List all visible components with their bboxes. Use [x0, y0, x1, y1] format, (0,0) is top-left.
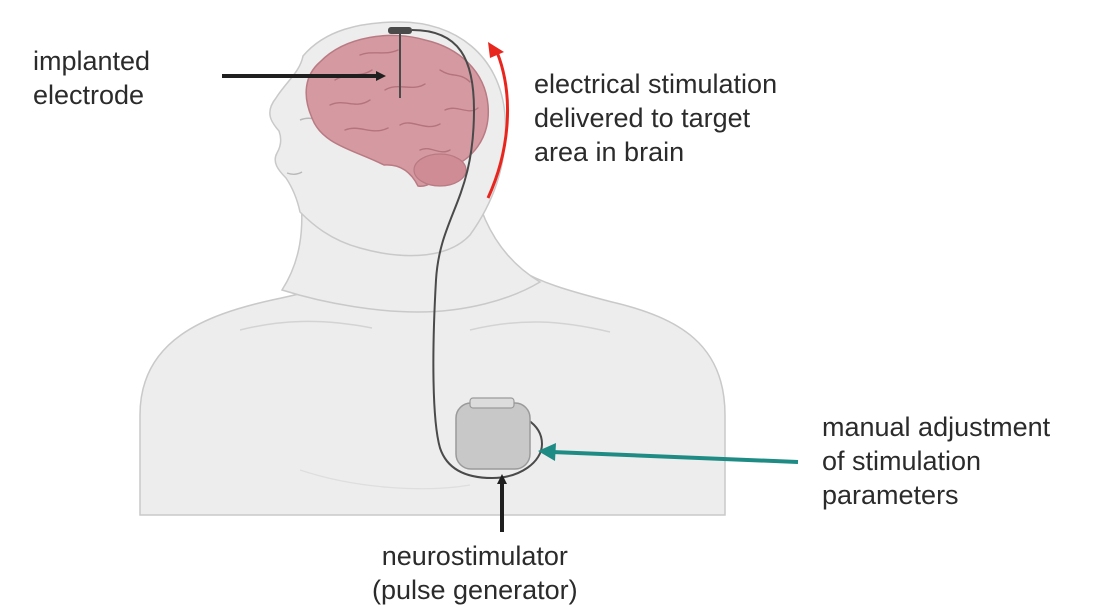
electrode-cap: [388, 27, 412, 34]
implanted-electrode-label-line: electrode: [33, 78, 150, 112]
adjustment-label-line: of stimulation: [822, 444, 1050, 478]
stimulation-label: electrical stimulation delivered to targ…: [534, 67, 777, 169]
implanted-electrode-label: implanted electrode: [33, 44, 150, 112]
neurostimulator-device: [456, 403, 530, 469]
neurostimulator-label: neurostimulator (pulse generator): [372, 539, 578, 607]
cerebellum: [414, 154, 466, 186]
neurostimulator-label-line: (pulse generator): [372, 573, 578, 607]
implanted-electrode-label-line: implanted: [33, 44, 150, 78]
adjustment-label: manual adjustment of stimulation paramet…: [822, 410, 1050, 512]
stimulation-label-line: delivered to target: [534, 101, 777, 135]
stimulation-label-line: area in brain: [534, 135, 777, 169]
adjustment-label-line: manual adjustment: [822, 410, 1050, 444]
device-header: [470, 398, 514, 408]
neurostimulator-label-line: neurostimulator: [372, 539, 578, 573]
stimulation-arrowhead: [488, 42, 504, 58]
adjustment-label-line: parameters: [822, 478, 1050, 512]
stimulation-label-line: electrical stimulation: [534, 67, 777, 101]
